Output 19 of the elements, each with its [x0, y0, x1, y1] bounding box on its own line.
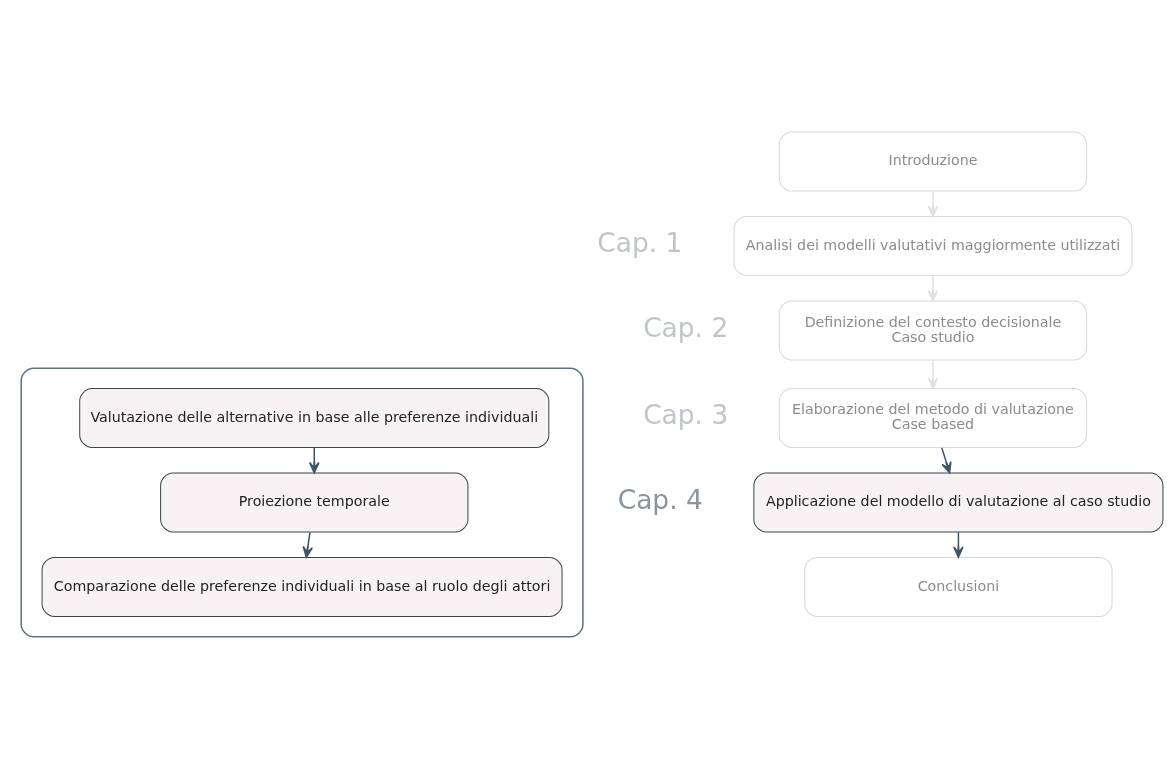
node-label: Cap. 1 — [597, 226, 683, 258]
arrow — [302, 531, 314, 558]
arrow — [941, 446, 952, 474]
arrow — [927, 274, 939, 302]
node-label: Cap. 4 — [617, 483, 703, 515]
node-box: Definizione del contesto decisionale Caso studio — [778, 300, 1088, 360]
cluster — [20, 366, 584, 638]
arrow — [927, 359, 939, 389]
node-box: Conclusioni — [804, 556, 1113, 617]
node-box: Introduzione — [778, 131, 1088, 192]
node-label: Cap. 3 — [643, 398, 729, 430]
node-box: Comparazione delle preferenze individuali in base al ruolo degli attori — [41, 556, 563, 617]
node-box: Proiezione temporale — [160, 471, 469, 532]
node-box: Applicazione del modello di valutazione al caso studio — [753, 471, 1164, 532]
node-box: Elaborazione del metodo di valutazione Case based — [778, 387, 1088, 448]
node-box: Valutazione delle alternative in base alle preferenze individuali — [79, 387, 550, 448]
node-box: Analisi dei modelli valutativi maggiormente utilizzati — [733, 215, 1133, 276]
node-label: Cap. 2 — [643, 311, 729, 343]
arrow — [927, 190, 939, 217]
